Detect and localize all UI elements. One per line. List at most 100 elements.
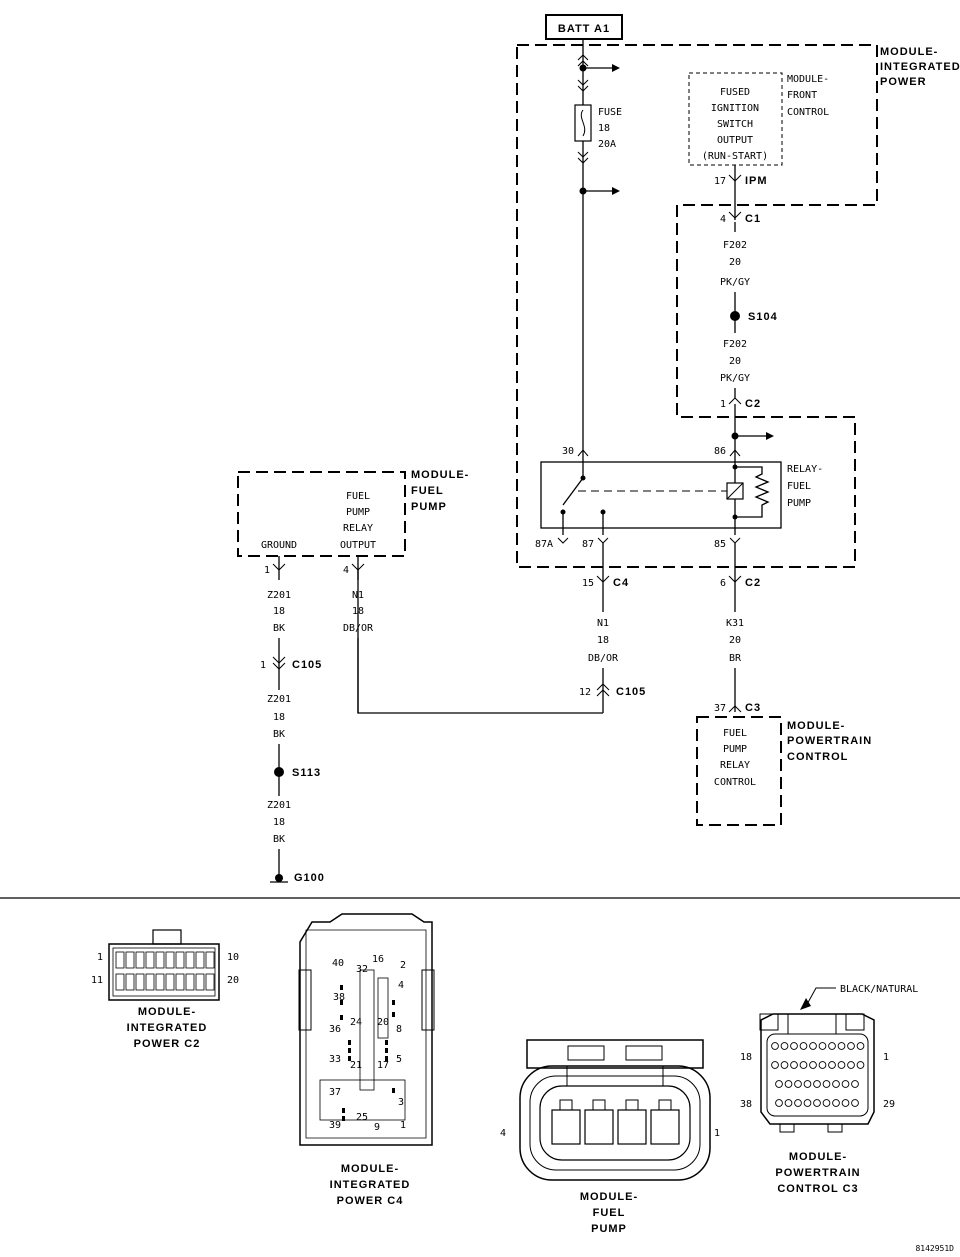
c4-cavity <box>392 1012 395 1017</box>
c4-pin-16: 16 <box>372 954 384 965</box>
z201-c-2: 18 <box>273 817 285 828</box>
c3-cavity <box>771 1042 779 1050</box>
fpm-output-3: RELAY <box>343 523 373 534</box>
c2-cavity <box>125 951 135 969</box>
c3-pin-1: 1 <box>883 1052 889 1063</box>
ipm-module-boundary <box>516 44 878 568</box>
f202-top-3: PK/GY <box>720 277 750 288</box>
z201-c-3: BK <box>273 834 285 845</box>
fuse-label-1: FUSE <box>598 107 622 118</box>
fused-output-1: FUSED <box>720 87 750 98</box>
n1-left-3: DB/OR <box>343 623 374 634</box>
c4-pin-9: 9 <box>374 1122 380 1133</box>
pcm-label-3: CONTROL <box>787 751 848 763</box>
fp-cavity <box>617 1109 647 1145</box>
pin-87: 87 <box>582 539 594 550</box>
fp-caption-2: FUEL <box>593 1207 626 1219</box>
c3-cavity <box>794 1080 802 1088</box>
c4-connector: C4 <box>613 577 629 589</box>
pcm-module-boundary <box>696 716 782 826</box>
fuse-label-2: 18 <box>598 123 610 134</box>
c2-cavity <box>145 951 155 969</box>
c2-cavity <box>145 973 155 991</box>
ground-g100 <box>275 874 283 882</box>
fused-output-5: (RUN-START) <box>702 151 768 162</box>
c4-pin-40: 40 <box>332 958 344 969</box>
pin-1-c2: 1 <box>720 399 726 410</box>
c105-connector-a: C105 <box>292 659 322 671</box>
pin-4-c1: 4 <box>720 214 726 225</box>
c2-cavity <box>115 951 125 969</box>
pin-1-c105: 1 <box>260 660 266 671</box>
ipm-connector: IPM <box>745 175 768 187</box>
c3-cavity <box>822 1080 831 1088</box>
c3-cavity <box>790 1042 798 1050</box>
c3-cavity <box>856 1061 865 1069</box>
c2-cavity <box>155 973 165 991</box>
c4-caption-1: MODULE- <box>341 1163 399 1175</box>
c4-cavity <box>348 1040 351 1045</box>
fp-latch <box>559 1099 573 1111</box>
c2-cavity <box>175 973 185 991</box>
c2-cavity <box>115 973 125 991</box>
c4-pin-4: 4 <box>398 980 404 991</box>
c2-pin-1: 1 <box>97 952 103 963</box>
pin-6: 6 <box>720 578 726 589</box>
c4-cavity <box>340 1000 343 1005</box>
pcm-pin-2: PUMP <box>723 744 747 755</box>
c3-cavity <box>799 1042 808 1050</box>
pin-15: 15 <box>582 578 594 589</box>
c3-cavity <box>847 1061 855 1069</box>
fpm-output-4: OUTPUT <box>340 540 376 551</box>
c3-cavity <box>784 1080 793 1088</box>
fused-output-2: IGNITION <box>711 103 759 114</box>
fp-latch <box>625 1099 639 1111</box>
fp-cavity <box>551 1109 581 1145</box>
c3-cavity <box>775 1099 783 1107</box>
pin-30: 30 <box>562 446 574 457</box>
relay-label-1: RELAY- <box>787 464 823 475</box>
pin-12: 12 <box>579 687 591 698</box>
n1-left-1: N1 <box>352 590 364 601</box>
c105-connector-b: C105 <box>616 686 646 698</box>
c3-cavity <box>856 1042 865 1050</box>
c3-caption-1: MODULE- <box>789 1151 847 1163</box>
c2-cavity <box>175 951 185 969</box>
c4-cavity <box>342 1116 345 1121</box>
c4-pin-32: 32 <box>356 964 368 975</box>
c3-cavity <box>841 1099 850 1107</box>
c4-cavity <box>342 1108 345 1113</box>
s104-label: S104 <box>748 311 778 323</box>
fp-pin-4: 4 <box>500 1128 506 1139</box>
fp-caption-1: MODULE- <box>580 1191 638 1203</box>
c4-cavity <box>348 1056 351 1061</box>
c2-cavity <box>205 973 215 991</box>
z201-b-3: BK <box>273 729 285 740</box>
c3-cavity <box>818 1042 827 1050</box>
c4-pin-36: 36 <box>329 1024 341 1035</box>
c2-cavity <box>165 973 175 991</box>
c4-pin-37: 37 <box>329 1087 341 1098</box>
c3-cavity <box>841 1080 850 1088</box>
c3-cavity <box>803 1099 812 1107</box>
f202-top-1: F202 <box>723 240 747 251</box>
splice-s104 <box>730 311 740 321</box>
ipm-module-label-3: POWER <box>880 76 927 88</box>
n1-left-2: 18 <box>352 606 364 617</box>
c2-connector-b: C2 <box>745 577 761 589</box>
figure-id: 8142951D <box>915 1244 954 1253</box>
pcm-label-2: POWERTRAIN <box>787 735 872 747</box>
c2-cavity <box>135 951 145 969</box>
c3-cavity <box>775 1080 783 1088</box>
c4-cavity <box>348 1048 351 1053</box>
c4-pin-3: 3 <box>398 1097 404 1108</box>
c3-cavity <box>813 1080 821 1088</box>
c4-cavity <box>340 1015 343 1020</box>
fpm-ground: GROUND <box>261 540 297 551</box>
c3-callout: BLACK/NATURAL <box>840 984 918 995</box>
c3-cavity <box>780 1042 789 1050</box>
c3-pin-18: 18 <box>740 1052 752 1063</box>
fpm-label-3: PUMP <box>411 501 447 513</box>
fpm-label-2: FUEL <box>411 485 444 497</box>
